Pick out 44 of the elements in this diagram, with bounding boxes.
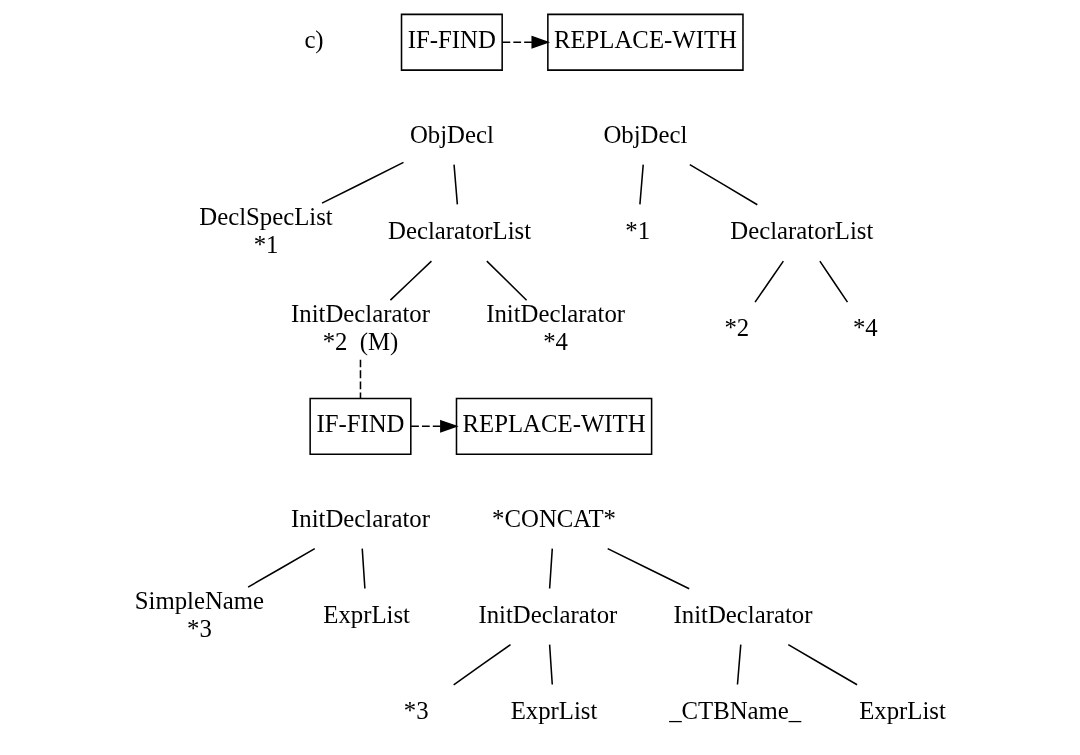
node-text: *1 — [624, 216, 650, 244]
node-text: DeclSpecList *1 — [198, 202, 333, 258]
connector — [736, 643, 742, 686]
connector — [606, 547, 690, 590]
node-box: IF-FIND — [308, 397, 412, 455]
connector — [360, 547, 366, 590]
connector — [818, 260, 848, 303]
connector — [359, 358, 361, 399]
node-text: InitDeclarator *2 (M) — [290, 300, 430, 356]
label: c) — [303, 26, 324, 54]
node-text: _CTBName_ — [668, 696, 801, 724]
connector — [246, 547, 316, 588]
node-text: *3 — [403, 696, 429, 724]
node-text: *4 — [852, 314, 878, 342]
node-text: ExprList — [858, 696, 946, 724]
node-text: *CONCAT* — [491, 504, 616, 532]
arrow — [501, 35, 550, 49]
node-text: SimpleName *3 — [134, 586, 264, 642]
connector — [753, 260, 784, 303]
arrow — [409, 419, 459, 433]
connector — [638, 163, 644, 206]
node-text: InitDeclarator — [290, 504, 430, 532]
node-text: DeclaratorList — [729, 216, 873, 244]
connector — [389, 260, 432, 301]
connector — [452, 643, 511, 686]
connector — [452, 163, 458, 206]
node-text: DeclaratorList — [387, 216, 531, 244]
connector — [548, 643, 553, 686]
node-text: InitDeclarator — [477, 600, 617, 628]
node-text: *2 — [723, 314, 749, 342]
node-text: ObjDecl — [409, 120, 494, 148]
node-text: ExprList — [510, 696, 597, 724]
connector — [688, 163, 758, 206]
connector — [320, 161, 404, 204]
node-box: IF-FIND — [400, 13, 503, 71]
connector — [548, 547, 553, 590]
connector — [485, 260, 527, 301]
node-text: InitDeclarator — [673, 600, 812, 628]
connector — [787, 643, 858, 686]
node-box: REPLACE-WITH — [455, 397, 652, 455]
node-text: ExprList — [322, 600, 410, 628]
node-box: REPLACE-WITH — [546, 13, 744, 71]
node-text: ObjDecl — [602, 120, 687, 148]
node-text: InitDeclarator *4 — [485, 300, 625, 356]
